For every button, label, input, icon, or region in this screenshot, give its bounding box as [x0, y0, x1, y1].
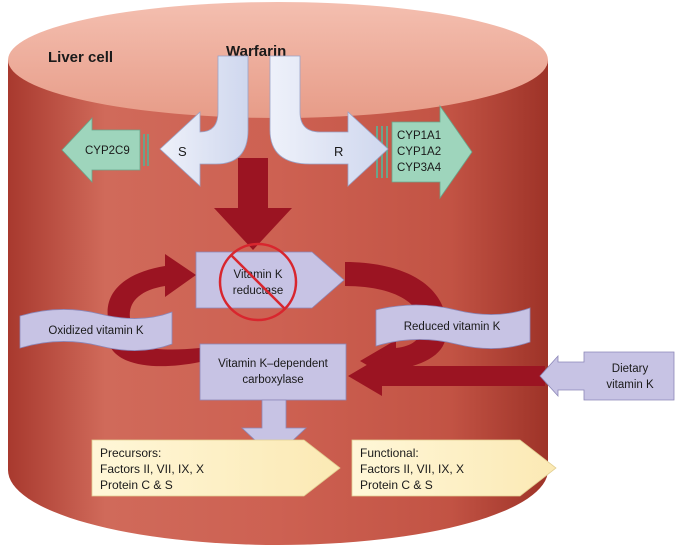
vitamin-k-reductase: Vitamin K reductase [195, 251, 345, 309]
carboxylase-label-line1: Vitamin K–dependent [218, 358, 329, 370]
cycle-arrow-to-reductase [107, 254, 196, 318]
dietary-input-arrow [348, 356, 545, 396]
cyp2c9-label: CYP2C9 [85, 145, 130, 157]
precursors-arrow: Precursors: Factors II, VII, IX, X Prote… [91, 439, 341, 497]
oxidized-label: Oxidized vitamin K [48, 325, 144, 337]
functional-factors: Factors II, VII, IX, X [360, 462, 464, 476]
reduced-vitamin-k: Reduced vitamin K [375, 304, 531, 349]
functional-proteins: Protein C & S [360, 478, 433, 492]
precursors-proteins: Protein C & S [100, 478, 173, 492]
reductase-label-line2: reductase [233, 285, 284, 297]
cell-label: Liver cell [48, 49, 113, 66]
cycle-arrow-to-reduced [345, 262, 446, 318]
r-enantiomer-label: R [334, 144, 343, 159]
vitamin-k-carboxylase: Vitamin K–dependent carboxylase [199, 343, 347, 401]
cyp1a1-label: CYP1A1 [397, 130, 441, 142]
dietary-label-line1: Dietary [612, 363, 649, 375]
cyp2c9-arrow: CYP2C9 [61, 116, 149, 184]
oxidized-vitamin-k: Oxidized vitamin K [19, 309, 173, 351]
dietary-label-line2: vitamin K [606, 379, 654, 391]
dietary-vitamin-k: Dietary vitamin K [539, 351, 675, 401]
functional-arrow: Functional: Factors II, VII, IX, X Prote… [351, 439, 557, 497]
carboxylase-label-line2: carboxylase [242, 374, 303, 386]
reductase-label-line1: Vitamin K [233, 269, 282, 281]
warfarin-inhibition-arrow [214, 158, 292, 250]
vitamin-k-cycle [107, 254, 545, 396]
reduced-label: Reduced vitamin K [404, 321, 501, 333]
precursors-factors: Factors II, VII, IX, X [100, 462, 204, 476]
functional-title: Functional: [360, 446, 419, 460]
inhibition-icon [218, 242, 298, 322]
s-enantiomer-label: S [178, 144, 187, 159]
cyp-r-arrow: CYP1A1 CYP1A2 CYP3A4 [376, 104, 473, 200]
cyp1a2-label: CYP1A2 [397, 146, 441, 158]
warfarin-split-arrow: S R [159, 55, 389, 187]
precursors-title: Precursors: [100, 446, 161, 460]
cyp3a4-label: CYP3A4 [397, 162, 442, 174]
